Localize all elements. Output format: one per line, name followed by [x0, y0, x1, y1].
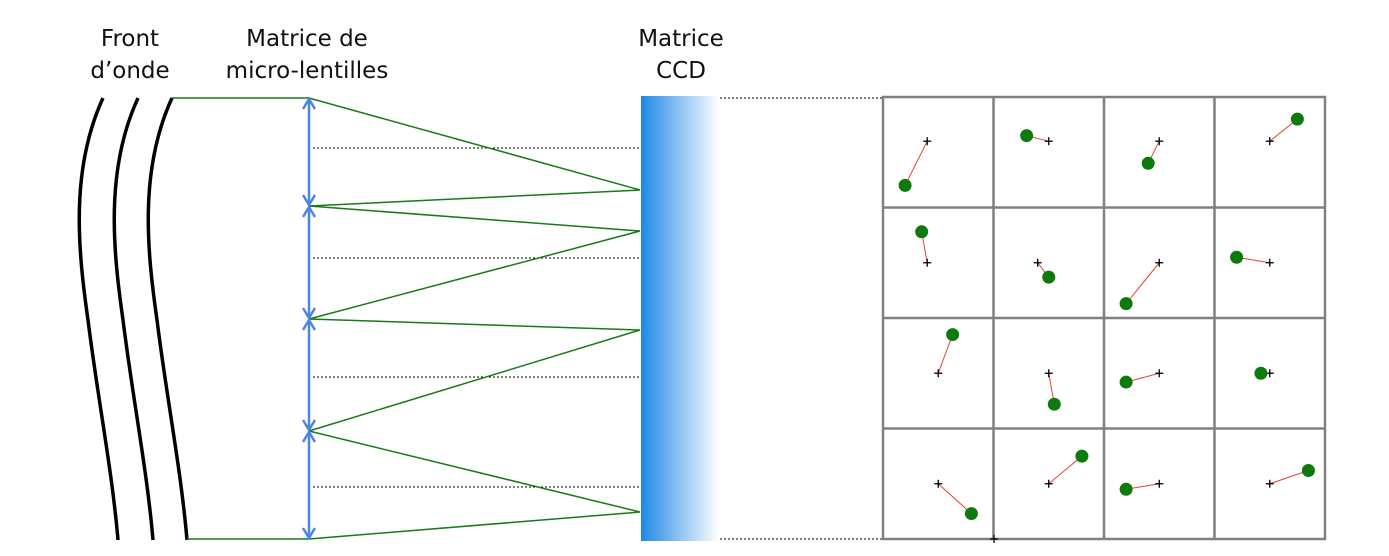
focal-spot	[1042, 270, 1056, 284]
wavefront-label-line2: d’onde	[90, 58, 169, 84]
ray-1b	[308, 189, 641, 207]
ccd-label-line1: Matrice	[638, 26, 724, 52]
lenslet-label-line1: Matrice de	[246, 26, 368, 52]
focal-spot	[1301, 463, 1315, 477]
focal-spot	[946, 328, 960, 342]
spot-displacement	[904, 140, 928, 186]
ray-2a	[308, 205, 641, 232]
lenslet-label-line2: micro-lentilles	[226, 58, 389, 84]
ray-1a	[308, 97, 641, 191]
ray-4a	[308, 430, 641, 513]
ccd-sensor	[641, 96, 719, 541]
ray-3b	[308, 329, 641, 432]
lenslet-rays	[308, 97, 641, 540]
focal-spot	[915, 225, 929, 239]
focal-spot	[964, 507, 978, 521]
spot-displacement	[1269, 470, 1309, 485]
focal-spot	[1141, 156, 1155, 170]
micro-lens-array	[301, 96, 317, 541]
focal-spot	[1119, 297, 1133, 311]
wavefront-label-line1: Front	[101, 26, 159, 52]
ccd-label-line2: CCD	[656, 58, 706, 84]
spot-displacement	[937, 483, 972, 514]
shack-hartmann-spot-grid	[881, 95, 1327, 543]
focal-spot	[1230, 250, 1244, 264]
micro-lens-arrowhead-top-3	[301, 317, 317, 331]
ray-2b	[308, 230, 641, 320]
spot-displacement	[1048, 455, 1083, 485]
spot-displacement	[937, 334, 954, 374]
optical-axes	[313, 147, 640, 488]
focal-spot	[1047, 397, 1061, 411]
wavefront-curve-3	[146, 97, 189, 541]
spot-displacement	[1125, 262, 1160, 304]
wavefront-curves	[77, 97, 189, 541]
wavefront-curve-2	[112, 97, 155, 541]
focal-spot	[1075, 449, 1089, 463]
focal-spot	[1290, 112, 1304, 126]
micro-lens-arrowhead-top-4	[301, 429, 317, 443]
focal-spot	[1119, 482, 1133, 496]
focal-spot	[1020, 129, 1034, 143]
ray-3a	[308, 318, 641, 331]
micro-lens-arrowhead-top-1	[301, 96, 317, 110]
focal-spot	[1119, 375, 1133, 389]
wavefront-curve-1	[77, 97, 120, 541]
focal-spot	[898, 178, 912, 192]
micro-lens-arrowhead-top-2	[301, 204, 317, 218]
focal-spot	[1254, 366, 1268, 380]
ray-4b	[308, 511, 641, 540]
micro-lens-arrowhead-bottom-4	[301, 527, 317, 541]
